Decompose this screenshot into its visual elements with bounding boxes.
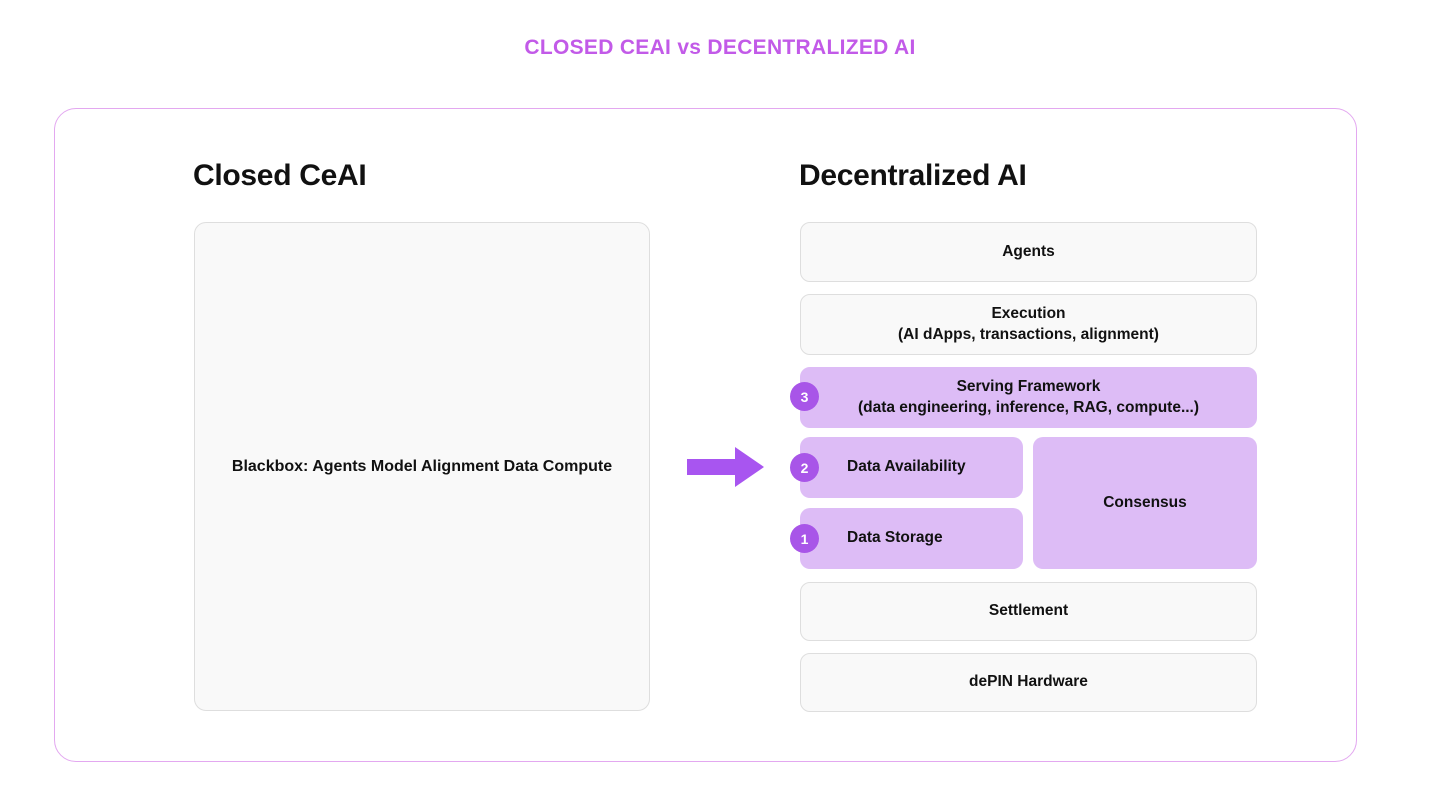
layer-serving-framework-label: Serving Framework bbox=[956, 377, 1101, 395]
layer-data-availability-label: Data Availability bbox=[847, 458, 966, 476]
layer-data-availability[interactable]: Data Availability bbox=[800, 437, 1023, 498]
layer-settlement-label: Settlement bbox=[988, 602, 1069, 620]
blackbox-panel: Blackbox: Agents Model Alignment Data Co… bbox=[194, 222, 650, 711]
layer-depin-hardware-label: dePIN Hardware bbox=[969, 673, 1088, 691]
data-and-consensus-row: Data Availability Data Storage Consensus bbox=[800, 437, 1257, 570]
layer-execution-sublabel: (AI dApps, transactions, alignment) bbox=[898, 325, 1159, 343]
layer-serving-framework-sublabel: (data engineering, inference, RAG, compu… bbox=[857, 398, 1200, 416]
layer-data-storage-label: Data Storage bbox=[847, 529, 943, 547]
decentralized-stack: Agents Execution (AI dApps, transactions… bbox=[790, 222, 1257, 712]
layer-consensus-label: Consensus bbox=[1103, 493, 1187, 511]
layer-data-storage[interactable]: Data Storage bbox=[800, 508, 1023, 569]
layer-depin-hardware[interactable]: dePIN Hardware bbox=[800, 653, 1257, 712]
layer-agents-label: Agents bbox=[1002, 242, 1055, 260]
comparison-card: Closed CeAI Decentralized AI Blackbox: A… bbox=[54, 108, 1357, 762]
page-title: CLOSED CEAI vs DECENTRALIZED AI bbox=[524, 36, 916, 59]
layer-consensus[interactable]: Consensus bbox=[1033, 437, 1257, 569]
layer-agents[interactable]: Agents bbox=[800, 222, 1257, 282]
left-column-heading: Closed CeAI bbox=[193, 159, 367, 192]
badge-1: 1 bbox=[790, 524, 819, 553]
right-column-heading: Decentralized AI bbox=[799, 159, 1027, 192]
layer-execution-label: Execution bbox=[991, 304, 1066, 322]
badge-2: 2 bbox=[790, 453, 819, 482]
layer-serving-framework[interactable]: Serving Framework (data engineering, inf… bbox=[800, 367, 1257, 428]
layer-execution[interactable]: Execution (AI dApps, transactions, align… bbox=[800, 294, 1257, 355]
blackbox-label: Blackbox: Agents Model Alignment Data Co… bbox=[231, 457, 613, 475]
layer-settlement[interactable]: Settlement bbox=[800, 582, 1257, 641]
badge-3: 3 bbox=[790, 382, 819, 411]
arrow-right-icon bbox=[687, 446, 765, 488]
